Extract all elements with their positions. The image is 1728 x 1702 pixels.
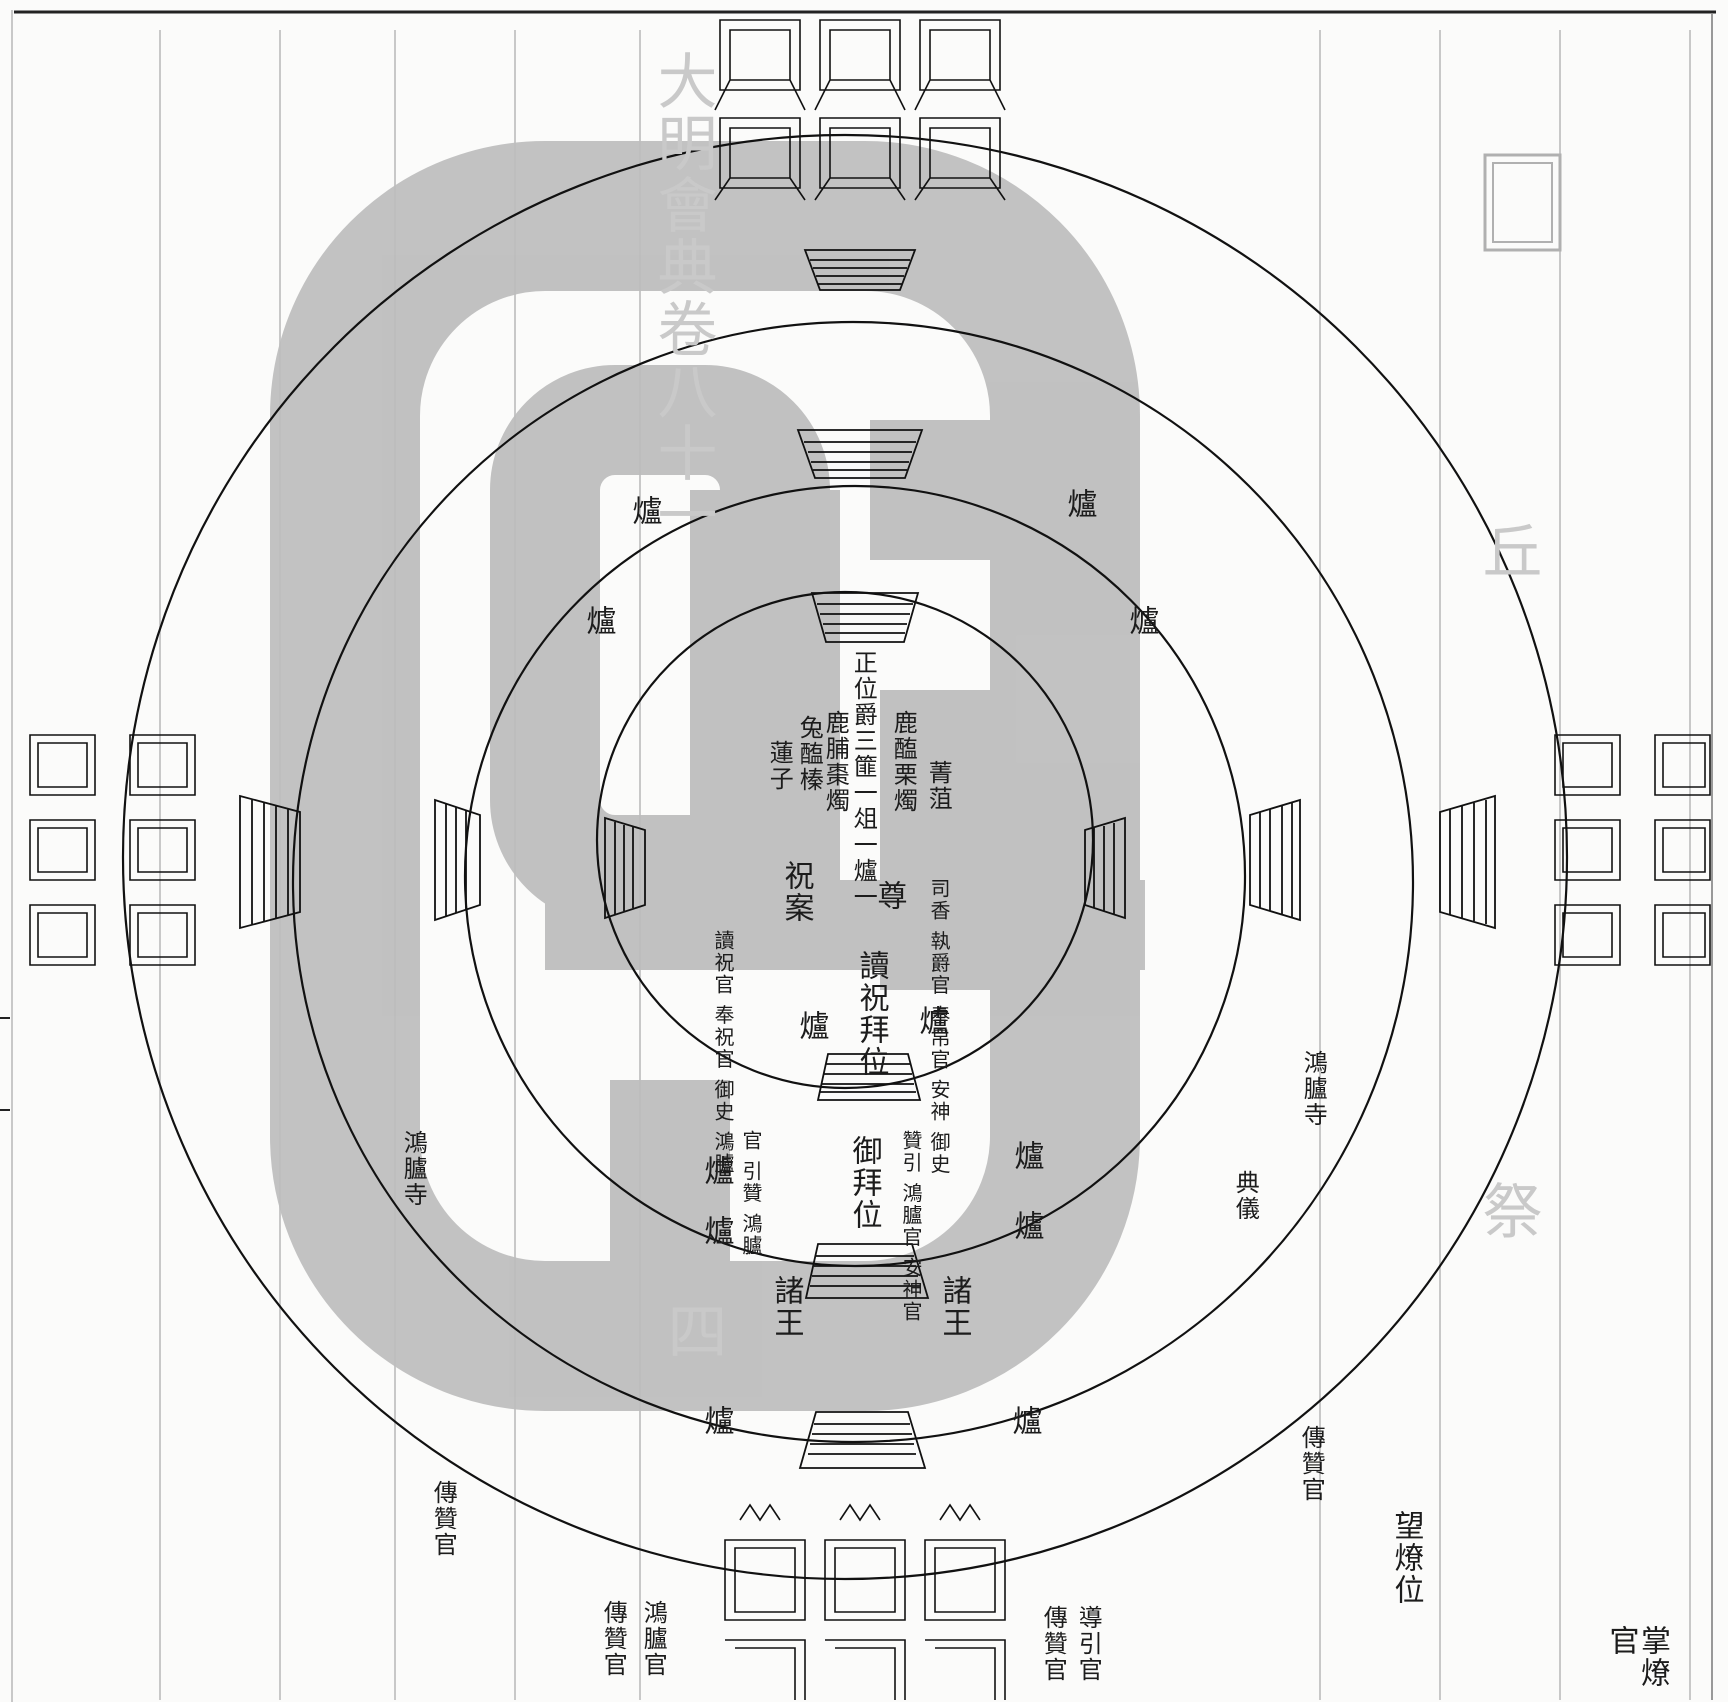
- guan-liao-wei-label: 望燎位: [1390, 1510, 1422, 1606]
- watermark-text-4: 祭: [1475, 1180, 1538, 1242]
- zhu-wang-label: 諸王: [770, 1275, 802, 1339]
- lu-label: 爐: [1010, 1210, 1042, 1242]
- bottom-right-b: 導引官: [1075, 1605, 1100, 1683]
- ritual-stands-left: [30, 735, 195, 965]
- ring-left-label: 鴻臚寺: [400, 1130, 425, 1208]
- watermark-text-3: 丘: [1475, 520, 1538, 582]
- ring-left-lower-label: 傳贊官: [430, 1480, 455, 1558]
- zhang-liao-guan-label: 掌燎官: [1605, 1625, 1668, 1702]
- ring-right-label: 典儀: [1232, 1170, 1257, 1222]
- ring-right-upper-label: 鴻臚寺: [1300, 1050, 1325, 1128]
- lu-label: 爐: [1008, 1405, 1040, 1437]
- lu-label: 爐: [700, 1405, 732, 1437]
- lu-label: 爐: [582, 605, 614, 637]
- west-officials: 讀祝官 奉祝官 御史 鴻臚: [712, 930, 733, 1175]
- seal-stamp: [1485, 155, 1560, 250]
- zhu-wang-label: 諸王: [938, 1275, 970, 1339]
- center-row-6: 蓮子: [766, 740, 791, 792]
- bottom-left-b: 鴻臚官: [640, 1600, 665, 1678]
- lu-label: 爐: [628, 495, 660, 527]
- south-west-officials: 官 引贊 鴻臚: [740, 1130, 761, 1257]
- lu-label: 爐: [700, 1215, 732, 1247]
- watermark-text-1: 大明會典卷八十一: [650, 50, 713, 546]
- east-officials: 司香 執爵官 奉帛官 安神 御史: [928, 878, 949, 1175]
- yu-bai-wei-label: 御拜位: [848, 1135, 880, 1231]
- bottom-right-a: 傳贊官: [1040, 1605, 1065, 1683]
- center-row-4: 兔醢榛: [796, 715, 821, 793]
- zhu-an-label: 祝案: [780, 860, 812, 924]
- center-row-3: 鹿醢栗燭: [890, 710, 915, 814]
- ritual-stands-bottom: [725, 1505, 1005, 1700]
- ring-right-lower-label: 傳贊官: [1298, 1425, 1323, 1503]
- du-zhu-bai-wei-label: 讀祝拜位: [855, 950, 887, 1078]
- zun-label: 尊: [873, 880, 905, 912]
- center-row-1: 正位爵三篚一俎一爐一: [850, 650, 875, 910]
- lu-label: 爐: [795, 1010, 827, 1042]
- watermark-text-2: 四: [660, 1300, 723, 1362]
- ritual-stands-right: [1555, 735, 1710, 965]
- bottom-left-a: 傳贊官: [600, 1600, 625, 1678]
- lu-label: 爐: [1010, 1140, 1042, 1172]
- lu-label: 爐: [1125, 605, 1157, 637]
- center-row-2: 鹿脯棗燭: [822, 710, 847, 814]
- lu-label: 爐: [1063, 488, 1095, 520]
- center-row-5: 菁菹: [925, 760, 950, 812]
- south-east-officials: 贊引 鴻臚官 安神官: [900, 1130, 921, 1323]
